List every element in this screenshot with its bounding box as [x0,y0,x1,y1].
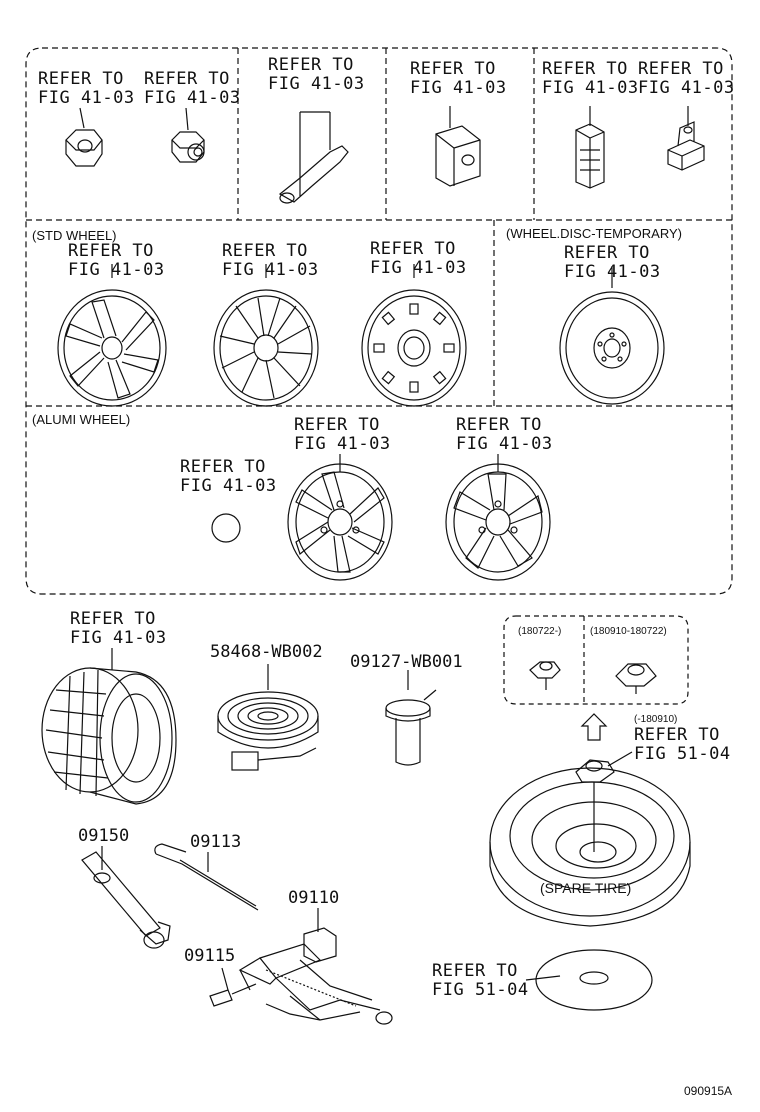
spare-tire-drawing [489,751,691,927]
part-jack: 09110 [288,888,340,908]
part-wrench: 09150 [78,826,130,846]
jack-drawing [209,908,393,1025]
upper-group-frame [25,47,733,595]
balance-weight-c-drawing [667,106,705,171]
alumi-wheel-a-drawing [287,454,393,581]
hub-nut-a-drawing [65,107,103,167]
holder-drawing [385,670,437,766]
spare-tire-label: (SPARE TIRE) [540,880,632,896]
spare-cover-drawing [525,949,653,1011]
tire-drawing [41,648,177,805]
hub-nut-b-drawing [171,107,205,163]
part-tool-bag: 58468-WB002 [210,642,323,662]
part-jack-handle: 09113 [190,832,242,852]
part-jack-sub: 09115 [184,946,236,966]
wrench-drawing [81,846,171,949]
balance-weight-b-drawing [575,106,605,189]
section-std-wheel: (STD WHEEL) [32,228,117,243]
clamp-bolt-a-drawing [529,661,561,690]
ornament-drawing [211,513,241,543]
date-range-after: (180722-) [518,626,562,637]
part-holder: 09127-WB001 [350,652,463,672]
jack-handle-drawing [154,843,259,911]
valve-drawing [278,111,349,204]
drawing-code: 090915A [684,1084,733,1098]
date-range-before: (-180910) [634,714,678,725]
balance-weight-a-drawing [435,106,481,187]
section-wheel-disc-temporary: (WHEEL.DISC-TEMPORARY) [506,226,682,241]
temporary-wheel-drawing [559,266,665,405]
steel-wheel-drawing [361,264,467,407]
tool-bag-drawing [217,664,319,771]
section-alumi-wheel: (ALUMI WHEEL) [32,412,131,427]
alumi-wheel-b-drawing [445,454,551,581]
up-arrow [580,713,608,741]
clamp-bolt-b-drawing [615,663,657,694]
wheel-cap-b-drawing [213,264,319,407]
variant-frame [503,615,689,705]
date-range-between: (180910-180722) [590,626,667,637]
wheel-cap-a-drawing [57,264,167,407]
